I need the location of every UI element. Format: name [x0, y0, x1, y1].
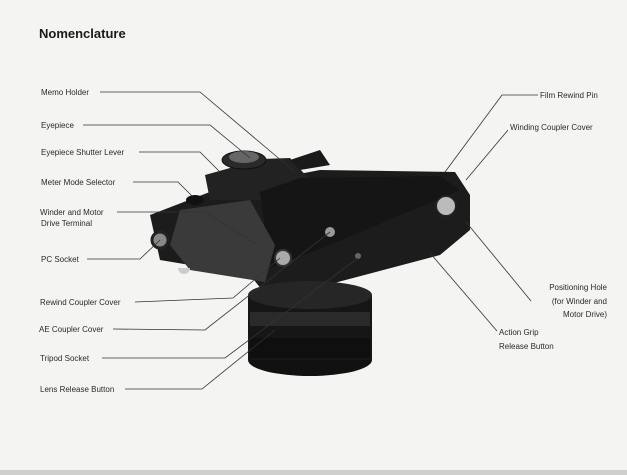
label-tripod-socket: Tripod Socket — [40, 354, 90, 363]
lens — [248, 281, 372, 376]
label-action-grip-line2: Release Button — [499, 342, 554, 351]
page-edge — [0, 470, 627, 475]
label-lens-release-button: Lens Release Button — [40, 385, 115, 394]
label-winder-terminal-line1: Winder and Motor — [40, 208, 104, 217]
camera-body — [150, 150, 470, 292]
label-meter-mode-selector: Meter Mode Selector — [41, 178, 116, 187]
label-rewind-coupler-cover: Rewind Coupler Cover — [40, 298, 121, 307]
label-pc-socket: PC Socket — [41, 255, 79, 264]
label-winder-terminal-line2: Drive Terminal — [41, 219, 92, 228]
label-ae-coupler-cover: AE Coupler Cover — [39, 325, 104, 334]
label-positioning-hole-line2: (for Winder and — [551, 297, 607, 306]
label-eyepiece: Eyepiece — [41, 121, 74, 130]
label-winding-coupler-cover: Winding Coupler Cover — [510, 123, 593, 132]
label-positioning-hole-line1: Positioning Hole — [549, 283, 607, 292]
label-action-grip-line1: Action Grip — [499, 328, 539, 337]
label-eyepiece-shutter-lever: Eyepiece Shutter Lever — [41, 148, 125, 157]
leader-lines — [83, 91, 538, 390]
label-positioning-hole-line3: Motor Drive) — [562, 310, 607, 319]
label-film-rewind-pin: Film Rewind Pin — [540, 91, 598, 100]
label-memo-holder: Memo Holder — [41, 88, 90, 97]
page-title: Nomenclature — [39, 26, 126, 41]
